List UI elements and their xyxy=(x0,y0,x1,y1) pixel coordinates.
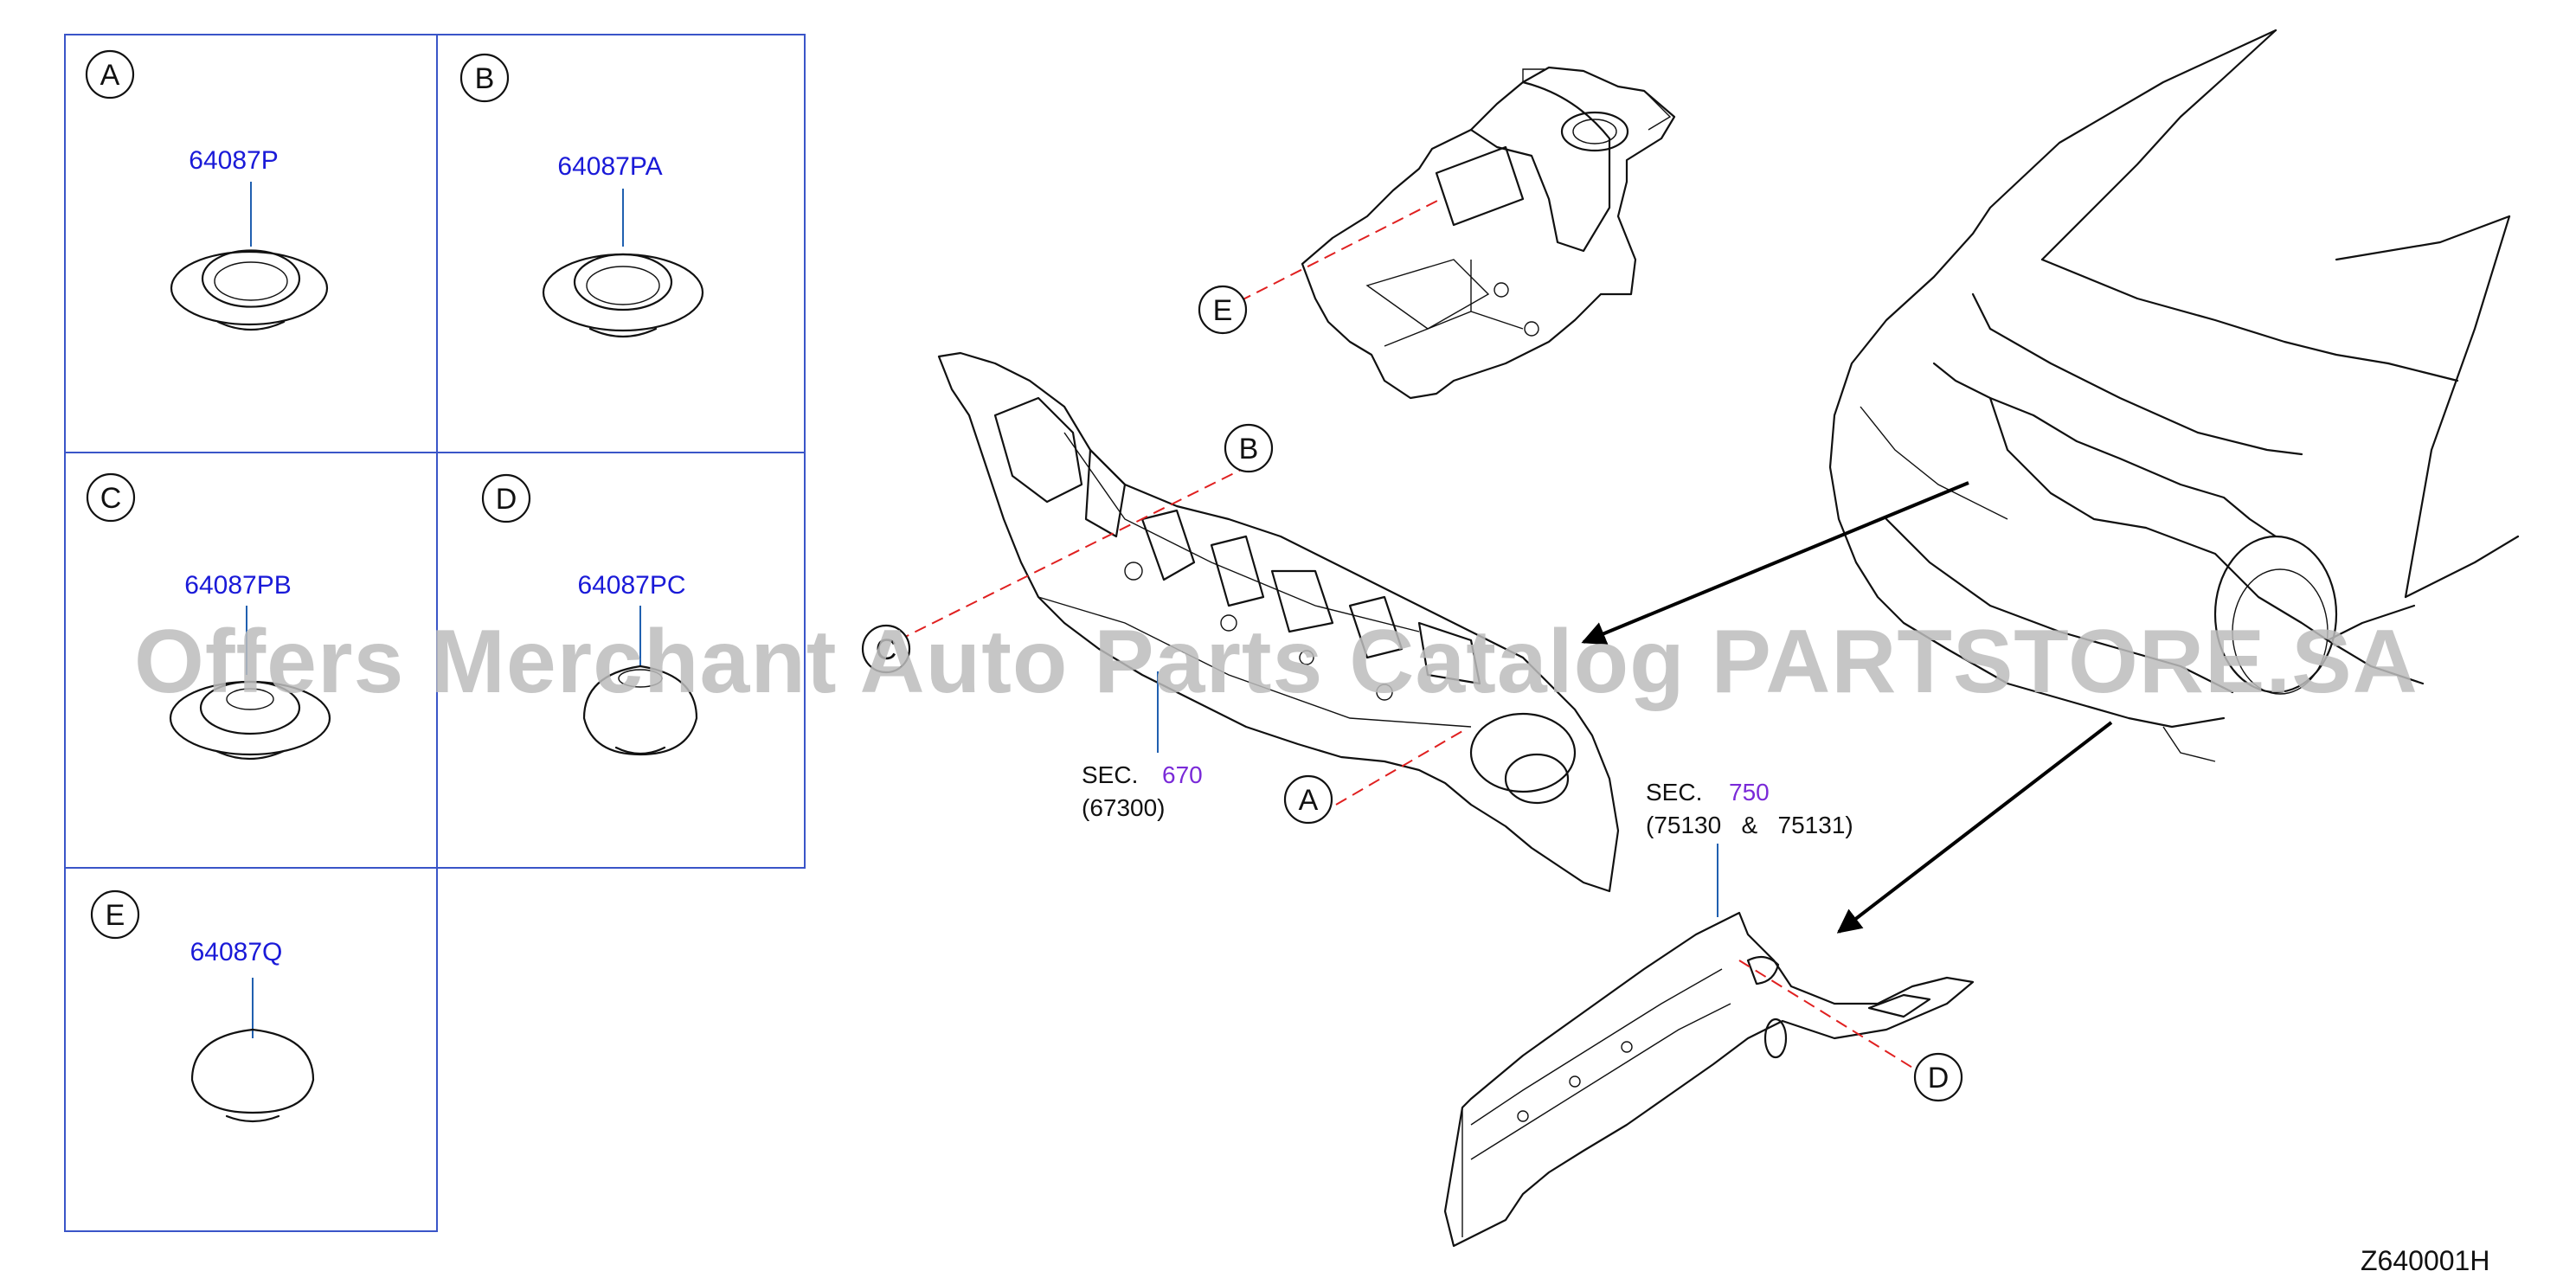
part-number-64087pa[interactable]: 64087PA xyxy=(557,152,662,181)
svg-text:D: D xyxy=(1928,1062,1950,1095)
legend-grid xyxy=(64,34,806,1232)
svg-text:B: B xyxy=(1239,433,1259,465)
svg-text:670[interactable]: 670 xyxy=(1162,761,1203,788)
callout-d-marker[interactable]: D xyxy=(1913,1052,1963,1102)
upper-front-structure-drawing xyxy=(1301,66,1676,400)
vehicle-front-drawing xyxy=(1828,29,2520,762)
svg-text:750[interactable]: 750 xyxy=(1729,779,1770,806)
section-750-label[interactable]: SEC. 750 (75130 & 75131) xyxy=(1646,779,1853,838)
pointer-arrow-dash xyxy=(1581,481,1969,645)
figure-id: Z640001H xyxy=(2361,1245,2489,1276)
part-number-64087pb[interactable]: 64087PB xyxy=(184,571,291,600)
svg-text:(67300): (67300) xyxy=(1082,794,1166,821)
legend-letter-e: E xyxy=(106,899,125,932)
callout-b-marker[interactable]: B xyxy=(1224,423,1274,473)
part-number-64087q[interactable]: 64087Q xyxy=(190,938,283,966)
svg-text:A: A xyxy=(1299,784,1319,817)
front-side-member-drawing xyxy=(1443,911,1975,1248)
callout-c-marker[interactable]: C xyxy=(861,624,911,674)
part-number-64087pc[interactable]: 64087PC xyxy=(577,571,685,600)
svg-text:SEC.: SEC. xyxy=(1082,761,1138,788)
svg-text:C: C xyxy=(876,633,897,666)
grommet-a-icon xyxy=(170,249,329,331)
plug-d-icon xyxy=(582,664,698,756)
svg-text:E: E xyxy=(1213,294,1233,327)
legend-letter-c: C xyxy=(100,482,122,515)
svg-text:SEC.: SEC. xyxy=(1646,779,1702,806)
grommet-b-icon xyxy=(542,253,704,338)
legend-cell-d[interactable]: D 64087PC xyxy=(481,473,698,756)
grommet-c-icon xyxy=(169,680,331,761)
legend-cell-b[interactable]: B 64087PA xyxy=(459,53,704,338)
dash-panel-drawing xyxy=(937,351,1620,893)
svg-text:(75130 & 75131): (75130 & 75131) xyxy=(1646,812,1853,838)
legend-cell-e[interactable]: E 64087Q xyxy=(90,889,315,1123)
part-number-64087p[interactable]: 64087P xyxy=(189,146,278,175)
callout-e-marker[interactable]: E xyxy=(1198,285,1248,335)
legend-cell-a[interactable]: A 64087P xyxy=(85,49,329,331)
legend-letter-d: D xyxy=(496,483,517,516)
legend-cell-c[interactable]: C 64087PB xyxy=(86,472,331,761)
callout-a-marker[interactable]: A xyxy=(1283,774,1333,825)
legend-letter-a: A xyxy=(100,59,120,92)
pointer-arrow-member xyxy=(1836,721,2113,934)
plug-e-icon xyxy=(190,1028,315,1123)
watermark-text: Offers Merchant Auto Parts Catalog PARTS… xyxy=(134,612,2419,712)
section-670-label[interactable]: SEC. 670 (67300) xyxy=(1082,761,1203,821)
legend-letter-b: B xyxy=(475,62,495,95)
